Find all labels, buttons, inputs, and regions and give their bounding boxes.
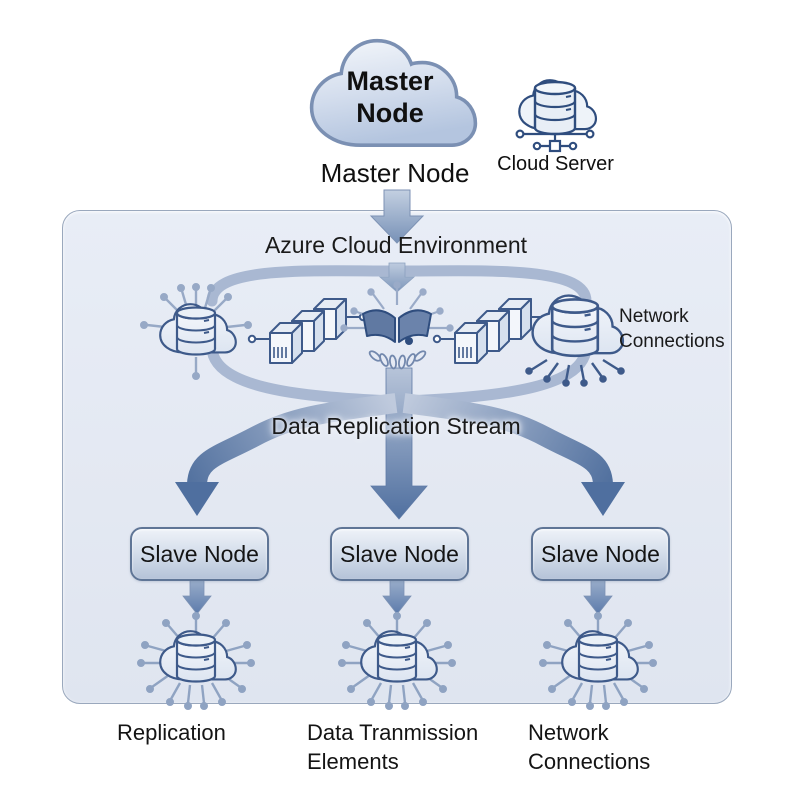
slave-node-label: Slave Node (541, 540, 660, 567)
network-connections-side-label: Network Connections (619, 306, 725, 352)
slave-node-box: Slave Node (531, 527, 670, 581)
master-node-cloud-text: Master Node (346, 66, 434, 128)
master-node-caption: Master Node (320, 158, 470, 188)
slave-node-label: Slave Node (340, 540, 459, 567)
cloud-server-caption: Cloud Server (497, 153, 614, 175)
azure-environment-container (62, 210, 732, 704)
slave-node-box: Slave Node (330, 527, 469, 581)
slave-node-box: Slave Node (130, 527, 269, 581)
environment-title: Azure Cloud Environment (264, 232, 528, 258)
cloud-server-icon (515, 79, 598, 153)
slave-node-label: Slave Node (140, 540, 259, 567)
caption-replication: Replication (117, 720, 226, 745)
caption-network-connections: Network Connections (528, 720, 651, 774)
caption-data-transmission-elements: Data Tranmission Elements (307, 720, 479, 774)
data-replication-stream-label: Data Replication Stream (271, 413, 521, 439)
